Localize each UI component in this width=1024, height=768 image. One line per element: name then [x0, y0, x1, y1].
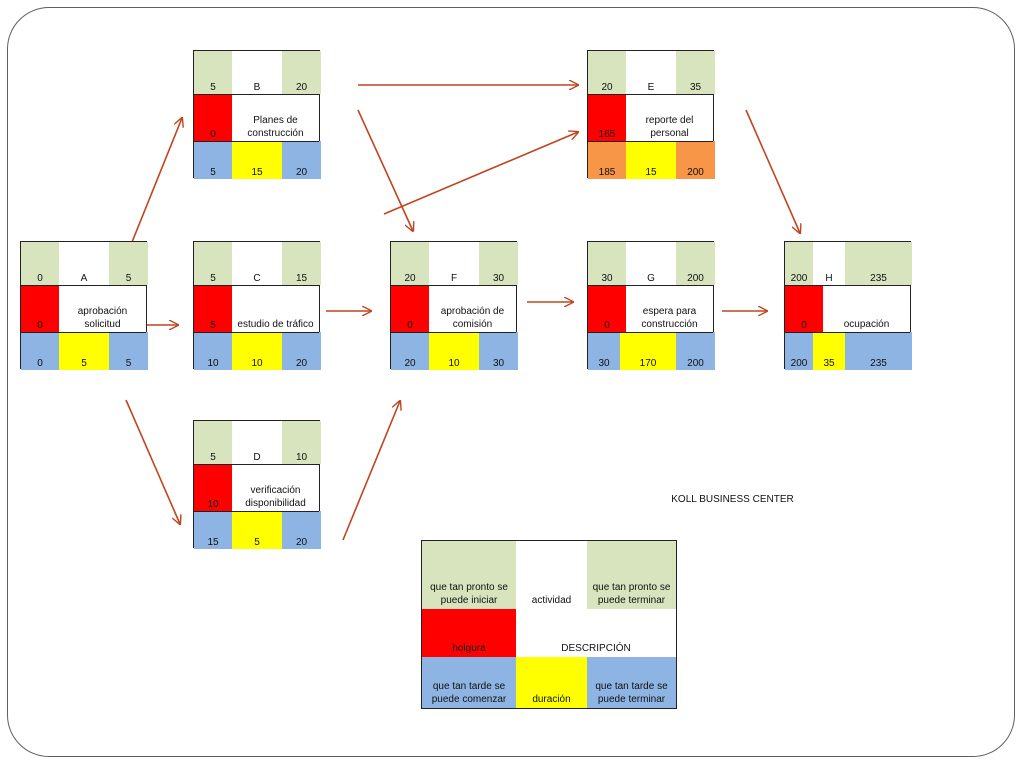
late-start: 5 [194, 141, 232, 179]
duration: 170 [620, 332, 676, 370]
duration: 10 [429, 332, 479, 370]
slack-value: 0 [21, 285, 59, 332]
activity-id: B [232, 51, 282, 94]
row-divider [588, 332, 713, 333]
late-start: 15 [194, 511, 232, 549]
activity-id: F [429, 242, 479, 285]
row-divider [194, 511, 319, 512]
duration: 35 [813, 332, 845, 370]
row-divider [588, 285, 713, 286]
activity-id: C [232, 242, 282, 285]
activity-description: aprobación de comisión [429, 285, 516, 332]
legend-late-finish: que tan tarde se puede terminar [587, 657, 676, 708]
late-finish: 20 [282, 332, 321, 370]
row-divider [21, 332, 146, 333]
early-start: 0 [21, 242, 59, 285]
early-start: 5 [194, 51, 232, 94]
early-finish: 5 [109, 242, 148, 285]
legend-early-finish: que tan pronto se puede terminar [587, 541, 676, 609]
late-start: 10 [194, 332, 232, 370]
activity-description: ocupación [823, 285, 910, 332]
early-start: 5 [194, 421, 232, 464]
late-finish: 5 [109, 332, 148, 370]
duration: 15 [626, 141, 676, 179]
legend-late-start: que tan tarde se puede comenzar [422, 657, 516, 708]
late-start: 0 [21, 332, 59, 370]
activity-description: estudio de tráfico [232, 285, 319, 332]
early-finish: 235 [845, 242, 912, 285]
activity-description: aprobación solicitud [59, 285, 146, 332]
late-start: 30 [588, 332, 620, 370]
early-start: 30 [588, 242, 626, 285]
late-start: 20 [391, 332, 429, 370]
activity-id: D [232, 421, 282, 464]
activity-id: E [626, 51, 676, 94]
early-start: 200 [785, 242, 813, 285]
activity-description: reporte del personal [626, 94, 713, 141]
slack-value: 0 [391, 285, 429, 332]
legend-slack: holgura [422, 609, 516, 657]
late-start: 185 [588, 141, 626, 179]
early-finish: 10 [282, 421, 321, 464]
slack-value: 0 [588, 285, 626, 332]
row-divider [194, 141, 319, 142]
legend-activity: actividad [516, 541, 587, 609]
early-finish: 30 [479, 242, 518, 285]
activity-description: Planes de construcción [232, 94, 319, 141]
row-divider [391, 332, 516, 333]
early-finish: 200 [676, 242, 715, 285]
early-finish: 35 [676, 51, 715, 94]
late-finish: 235 [845, 332, 912, 370]
row-divider [194, 332, 319, 333]
early-finish: 20 [282, 51, 321, 94]
row-divider [588, 94, 713, 95]
legend-early-start: que tan pronto se puede iniciar [422, 541, 516, 609]
duration: 15 [232, 141, 282, 179]
late-finish: 30 [479, 332, 518, 370]
early-finish: 15 [282, 242, 321, 285]
activity-id: H [813, 242, 845, 285]
legend-duration: duración [516, 657, 587, 708]
row-divider [194, 285, 319, 286]
slack-value: 10 [194, 464, 232, 511]
company-label: KOLL BUSINESS CENTER [671, 494, 794, 505]
late-finish: 200 [676, 332, 715, 370]
row-divider [194, 94, 319, 95]
activity-description: verificación disponibilidad [232, 464, 319, 511]
slack-value: 0 [785, 285, 823, 332]
duration: 10 [232, 332, 282, 370]
row-divider [588, 141, 713, 142]
row-divider [391, 285, 516, 286]
row-divider [21, 285, 146, 286]
late-start: 200 [785, 332, 813, 370]
slack-value: 0 [194, 94, 232, 141]
late-finish: 20 [282, 141, 321, 179]
activity-id: G [626, 242, 676, 285]
slack-value: 165 [588, 94, 626, 141]
activity-id: A [59, 242, 109, 285]
duration: 5 [232, 511, 282, 549]
late-finish: 20 [282, 511, 321, 549]
row-divider [785, 285, 910, 286]
row-divider [194, 464, 319, 465]
slack-value: 5 [194, 285, 232, 332]
legend-description: DESCRIPCIÓN [516, 609, 676, 657]
duration: 5 [59, 332, 109, 370]
early-start: 20 [391, 242, 429, 285]
early-start: 5 [194, 242, 232, 285]
row-divider [785, 332, 910, 333]
activity-description: espera para construcción [626, 285, 713, 332]
early-start: 20 [588, 51, 626, 94]
late-finish: 200 [676, 141, 715, 179]
legend-box: que tan pronto se puede iniciar activida… [421, 540, 677, 709]
